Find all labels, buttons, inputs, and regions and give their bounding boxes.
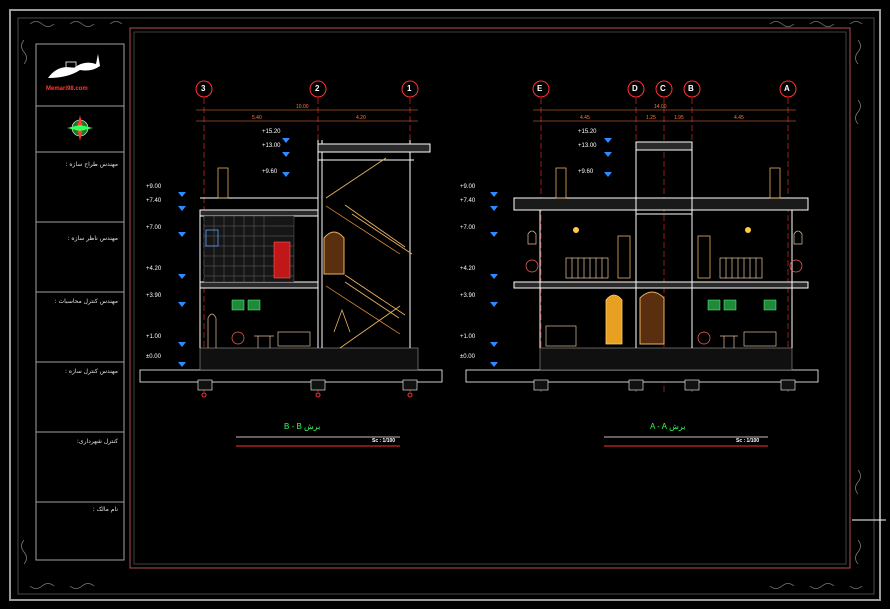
outer-border: [9, 9, 881, 601]
axis-label: B: [688, 84, 694, 93]
balustrades: [565, 257, 763, 279]
section-title: برش B - B: [284, 422, 321, 431]
level-label: +3.90: [146, 293, 162, 299]
level-label: ±0.00: [146, 354, 161, 360]
dim-segment: 1.95: [674, 115, 684, 121]
tb-field-municipality: کنترل شهرداری:: [76, 438, 118, 445]
level-markers-right: [490, 138, 612, 367]
section-scale: Sc : 1/100: [372, 438, 396, 444]
tb-field-supervisor: مهندس ناظر سازه :: [67, 235, 119, 242]
tb-field-calc-control: مهندس کنترل محاسبات :: [54, 298, 118, 305]
ground-strip: [139, 369, 443, 383]
section-scale: Sc : 1/100: [736, 438, 760, 444]
level-label: +7.40: [460, 198, 476, 204]
axis-label: 1: [407, 84, 412, 93]
decorative-border-inner: [17, 17, 875, 595]
logo-icon: [48, 54, 100, 78]
compass-icon: [67, 115, 93, 141]
level-label: +13.00: [578, 143, 597, 149]
drawing-frame-inner: [133, 31, 847, 565]
level-label: +1.00: [460, 334, 476, 340]
level-label: +4.20: [146, 266, 162, 272]
level-label: +9.60: [262, 169, 278, 175]
section-right: [465, 80, 819, 447]
level-markers-left: [178, 138, 290, 367]
axis-label: 3: [201, 84, 206, 93]
dim-segment: 1.25: [646, 115, 656, 121]
axis-label: E: [537, 84, 543, 93]
border-ornaments: [21, 21, 863, 589]
level-label: +15.20: [578, 129, 597, 135]
level-label: +1.00: [146, 334, 162, 340]
axis-label: A: [784, 84, 790, 93]
dim-segment: 4.45: [734, 115, 744, 121]
staircase: [325, 157, 413, 349]
level-label: +9.60: [578, 169, 594, 175]
level-label: ±0.00: [460, 354, 475, 360]
dim-total: 10.00: [296, 104, 309, 110]
dim-segment: 4.45: [580, 115, 590, 121]
level-label: +7.40: [146, 198, 162, 204]
title-block: [35, 43, 125, 561]
axis-label: C: [660, 84, 666, 93]
tb-field-owner: نام مالک :: [92, 506, 118, 513]
level-label: +9.00: [146, 184, 162, 190]
logo-url[interactable]: Memari98.com: [46, 86, 88, 92]
level-label: +3.90: [460, 293, 476, 299]
drawing-frame: [129, 27, 851, 569]
door-left: [323, 231, 345, 275]
level-label: +7.00: [146, 225, 162, 231]
door-right-2: [639, 291, 665, 345]
tb-field-structure-control: مهندس کنترل سازه :: [64, 368, 118, 375]
section-title: برش A - A: [650, 422, 686, 431]
axis-label: 2: [315, 84, 320, 93]
dim-total: 14.00: [654, 104, 667, 110]
level-label: +15.20: [262, 129, 281, 135]
tb-field-designer: مهندس طراح سازه :: [65, 161, 118, 168]
axis-label: D: [632, 84, 638, 93]
level-label: +7.00: [460, 225, 476, 231]
dim-segment: 5.40: [252, 115, 262, 121]
level-label: +9.00: [460, 184, 476, 190]
level-label: +13.00: [262, 143, 281, 149]
dim-segment: 4.20: [356, 115, 366, 121]
section-left: [139, 80, 443, 447]
door-right-1: [605, 294, 623, 345]
level-label: +4.20: [460, 266, 476, 272]
